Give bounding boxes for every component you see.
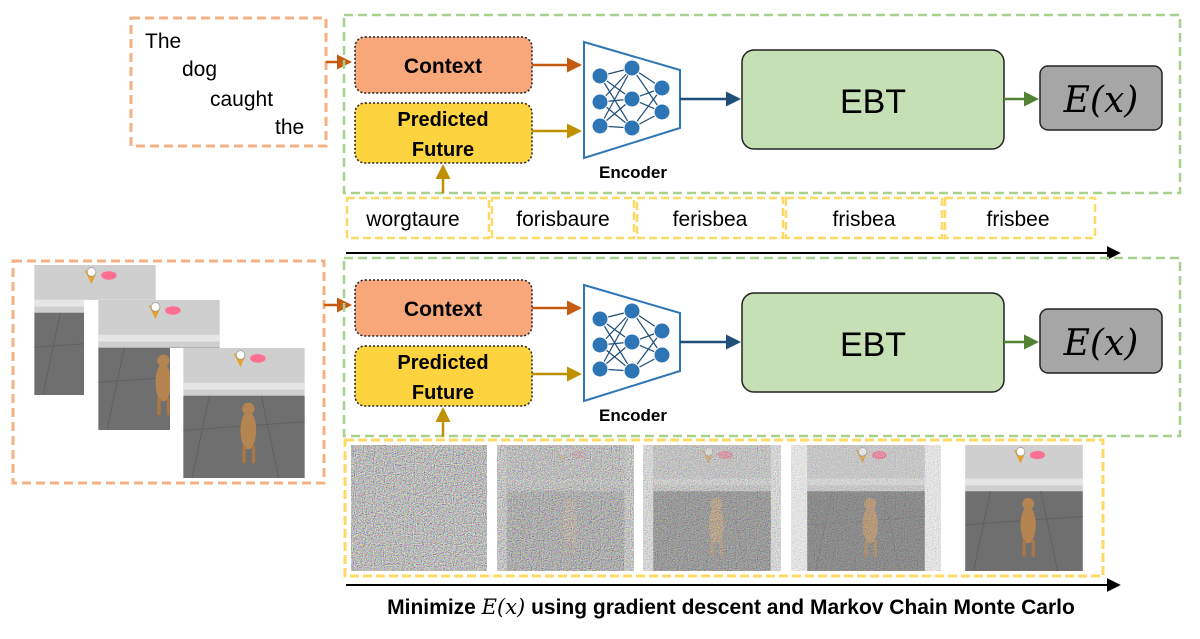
candidate-box-5 — [943, 196, 1097, 240]
image-encoder-label: Encoder — [599, 406, 667, 425]
candidate-2: forisbaure — [516, 208, 609, 231]
caption-math: E(x) — [481, 595, 526, 619]
candidate-1: worgtaure — [365, 208, 459, 231]
candidate-box-4 — [784, 196, 944, 240]
energy-box — [1039, 65, 1163, 131]
candidate-box-2 — [490, 196, 636, 240]
candidate-box-1 — [345, 196, 491, 240]
input-word-3: caught — [210, 88, 273, 111]
image-ebt-label: EBT — [840, 326, 906, 364]
future-label: Future — [412, 139, 474, 161]
image-energy-label: E(x) — [1063, 323, 1139, 364]
text-input-box — [129, 16, 328, 148]
context-box — [354, 36, 533, 94]
candidate-4: frisbea — [832, 208, 895, 231]
image-energy-box — [1039, 308, 1163, 374]
image-predicted-future-box — [354, 345, 533, 407]
image-future-label: Future — [412, 382, 474, 404]
input-frame-3-icon — [170, 348, 318, 478]
input-frames — [20, 265, 318, 478]
noise-frame-3 — [643, 445, 781, 571]
ebt-label: EBT — [840, 83, 906, 121]
energy-label: E(x) — [1063, 80, 1139, 121]
noise-frame-1 — [351, 445, 487, 571]
candidate-box-3 — [635, 196, 785, 240]
text-model-box — [342, 13, 1182, 195]
clean-frame-5 — [964, 445, 1084, 571]
encoder-icon — [583, 40, 681, 160]
image-predicted-label: Predicted — [397, 352, 488, 374]
input-word-4: the — [275, 116, 304, 139]
predicted-future-box — [354, 102, 533, 164]
caption-part1: Minimize — [387, 596, 482, 619]
context-label: Context — [404, 55, 482, 78]
noise-frame-4 — [791, 445, 941, 571]
noise-frame-2 — [497, 445, 634, 571]
image-input-box — [11, 259, 326, 485]
candidate-3: ferisbea — [673, 208, 748, 231]
encoder-label: Encoder — [599, 163, 667, 182]
predicted-label: Predicted — [397, 109, 488, 131]
candidate-5: frisbee — [986, 208, 1049, 231]
image-model-box — [342, 256, 1182, 438]
caption-part2: using gradient descent and Markov Chain … — [525, 596, 1075, 619]
input-word-2: dog — [182, 58, 217, 81]
candidate-strip: worgtaure forisbaure ferisbea frisbea fr… — [345, 196, 1097, 240]
denoise-strip — [343, 438, 1105, 578]
image-encoder-icon — [583, 283, 681, 403]
image-context-label: Context — [404, 298, 482, 321]
caption: Minimize E(x) using gradient descent and… — [387, 595, 1075, 619]
image-context-box — [354, 279, 533, 337]
input-word-1: The — [145, 30, 181, 53]
